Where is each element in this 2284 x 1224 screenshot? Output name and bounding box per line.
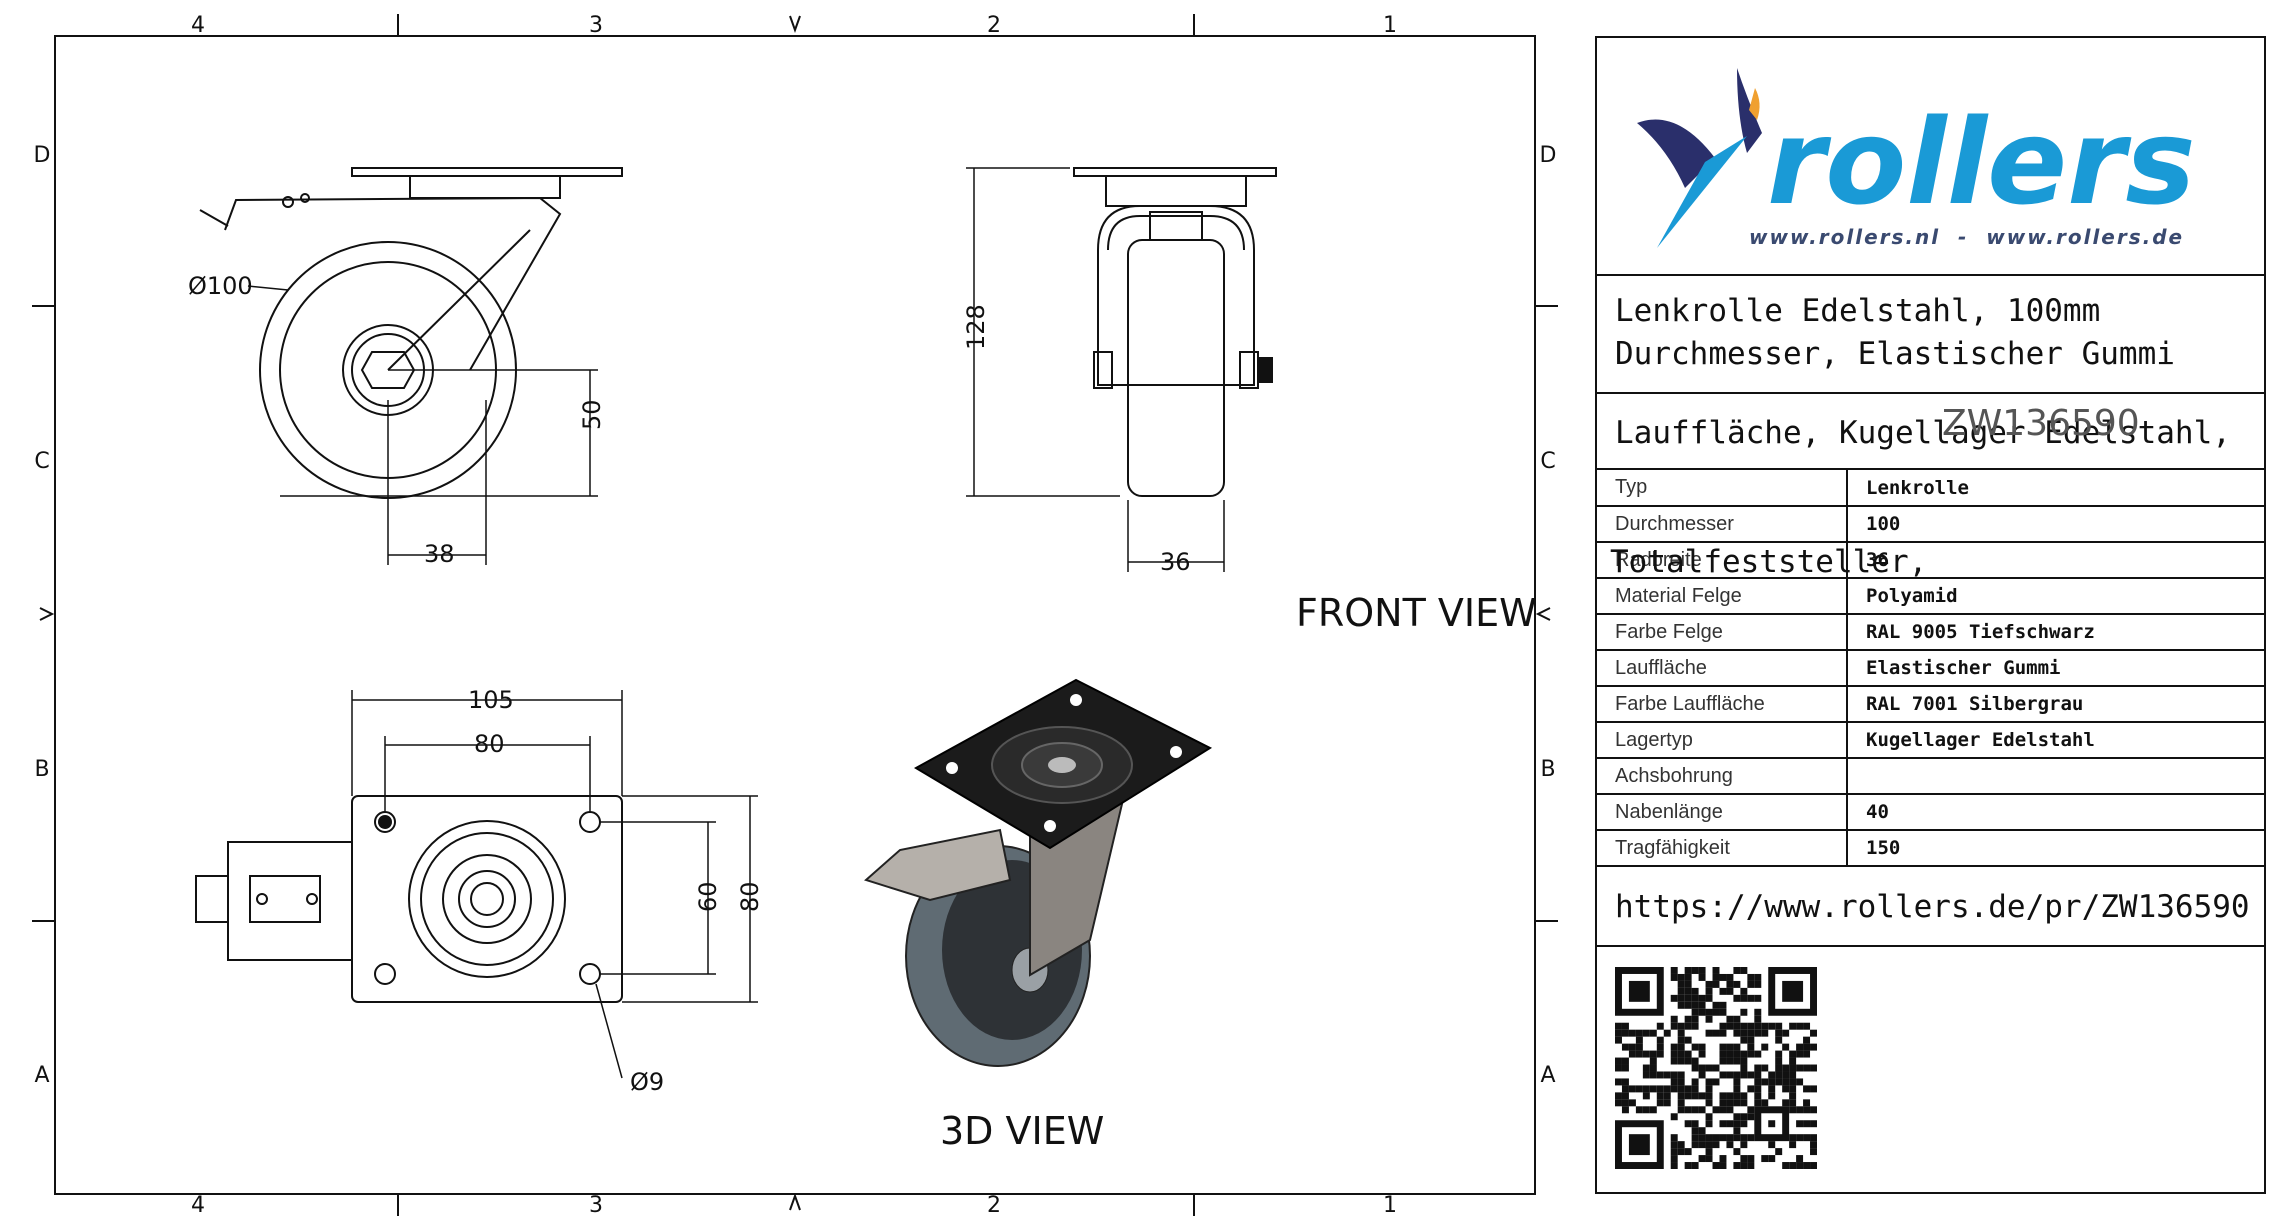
zone-col-bottom-1: 1 (1383, 1193, 1397, 1218)
title-line-2: Durchmesser, Elastischer Gummi (1615, 336, 2175, 372)
property-value: RAL 7001 Silbergrau (1847, 686, 2264, 723)
side-view-dimensions (247, 285, 598, 565)
front-view-dimensions (966, 167, 1225, 572)
property-key: Tragfähigkeit (1597, 830, 1848, 867)
property-key: Farbe Lauffläche (1597, 686, 1848, 723)
dim-offset: 38 (424, 540, 455, 568)
dim-wheel-width: 36 (1160, 548, 1191, 576)
bird-tail-icon (1657, 136, 1747, 248)
property-value: Elastischer Gummi (1847, 650, 2264, 687)
property-value: RAL 9005 Tiefschwarz (1847, 614, 2264, 651)
front-view (1073, 167, 1277, 497)
bird-wing-icon (1637, 119, 1715, 188)
dim-height: 128 (962, 304, 990, 350)
bird-beak-icon (1749, 88, 1760, 120)
product-title-cont: ZW136590 Lauffläche, Kugellager Edelstah… (1597, 394, 2264, 470)
property-value: 100 (1847, 506, 2264, 543)
zone-col-bottom-3: 3 (589, 1193, 603, 1218)
property-value (1847, 758, 2264, 795)
title-line-3: Lauffläche, Kugellager Edelstahl, (1615, 415, 2231, 451)
property-value: Kugellager Edelstahl (1847, 722, 2264, 759)
front-view-label: FRONT VIEW (1296, 591, 1537, 635)
article-number: ZW136590 (1942, 403, 2140, 444)
property-value: 150 (1847, 830, 2264, 867)
product-url[interactable]: https://www.rollers.de/pr/ZW136590 (1597, 867, 2264, 947)
iso-view (864, 678, 1213, 1067)
zone-row-left-d: D (34, 143, 51, 168)
property-key: Lauffläche (1597, 650, 1848, 687)
dim-axle-height: 50 (578, 399, 606, 430)
property-key: Nabenlänge (1597, 794, 1848, 831)
dim-hole-spacing-short: 60 (694, 881, 722, 912)
rollers-logo: rollers www.rollers.nl - www.rollers.de (1637, 68, 2196, 249)
logo-urls: www.rollers.nl - www.rollers.de (1749, 225, 2184, 249)
dim-plate-length: 105 (468, 686, 514, 714)
property-value: 36 (1847, 542, 2264, 579)
title-block: rollers www.rollers.nl - www.rollers.de … (1595, 36, 2266, 1194)
property-key: Typ (1597, 470, 1848, 507)
property-key: Lagertyp (1597, 722, 1848, 759)
zone-col-top-1: 1 (1383, 13, 1397, 38)
property-key: Material Felge (1597, 578, 1848, 615)
zone-row-left-c: C (34, 449, 49, 474)
property-row: Achsbohrung (1597, 758, 2264, 795)
logo-wordmark: rollers (1767, 93, 2196, 231)
side-view (199, 167, 623, 499)
top-view-hole-marker (378, 815, 392, 829)
property-key: Radbreite (1597, 542, 1848, 579)
qr-area (1597, 947, 2264, 1193)
top-view (195, 795, 623, 1003)
property-value: Lenkrolle (1847, 470, 2264, 507)
zone-row-right-b: B (1540, 757, 1555, 782)
dim-plate-width: 80 (736, 881, 764, 912)
title-line-4: Totalfeststeller, (1610, 544, 1928, 580)
zone-col-bottom-4: 4 (191, 1193, 205, 1218)
zone-row-right-d: D (1540, 143, 1557, 168)
zone-ticks (32, 14, 1558, 1216)
zone-col-top-3: 3 (589, 13, 603, 38)
zone-col-bottom-2: 2 (987, 1193, 1001, 1218)
zone-col-top-2: 2 (987, 13, 1001, 38)
top-view-dimensions (351, 690, 758, 1079)
zone-row-right-a: A (1540, 1063, 1555, 1088)
property-key: Farbe Felge (1597, 614, 1848, 651)
zone-row-left-b: B (34, 757, 49, 782)
zone-row-right-c: C (1540, 449, 1555, 474)
dim-hole-spacing-long: 80 (474, 730, 505, 758)
logo-area: rollers www.rollers.nl - www.rollers.de (1597, 38, 2264, 276)
dim-hole-diameter: Ø9 (630, 1068, 664, 1096)
dim-diameter: Ø100 (188, 272, 253, 300)
property-key: Durchmesser (1597, 506, 1848, 543)
technical-drawing: 4 3 2 1 4 3 2 1 D C B A D C B A (32, 13, 1558, 1218)
iso-view-label: 3D VIEW (940, 1109, 1104, 1153)
property-value: Polyamid (1847, 578, 2264, 615)
property-value: 40 (1847, 794, 2264, 831)
zone-row-left-a: A (34, 1063, 49, 1088)
property-key: Achsbohrung (1597, 758, 1848, 795)
zone-col-top-4: 4 (191, 13, 205, 38)
product-title: Lenkrolle Edelstahl, 100mm Durchmesser, … (1597, 276, 2264, 394)
qr-code-icon[interactable] (1615, 967, 1817, 1169)
title-line-1: Lenkrolle Edelstahl, 100mm (1615, 293, 2101, 329)
